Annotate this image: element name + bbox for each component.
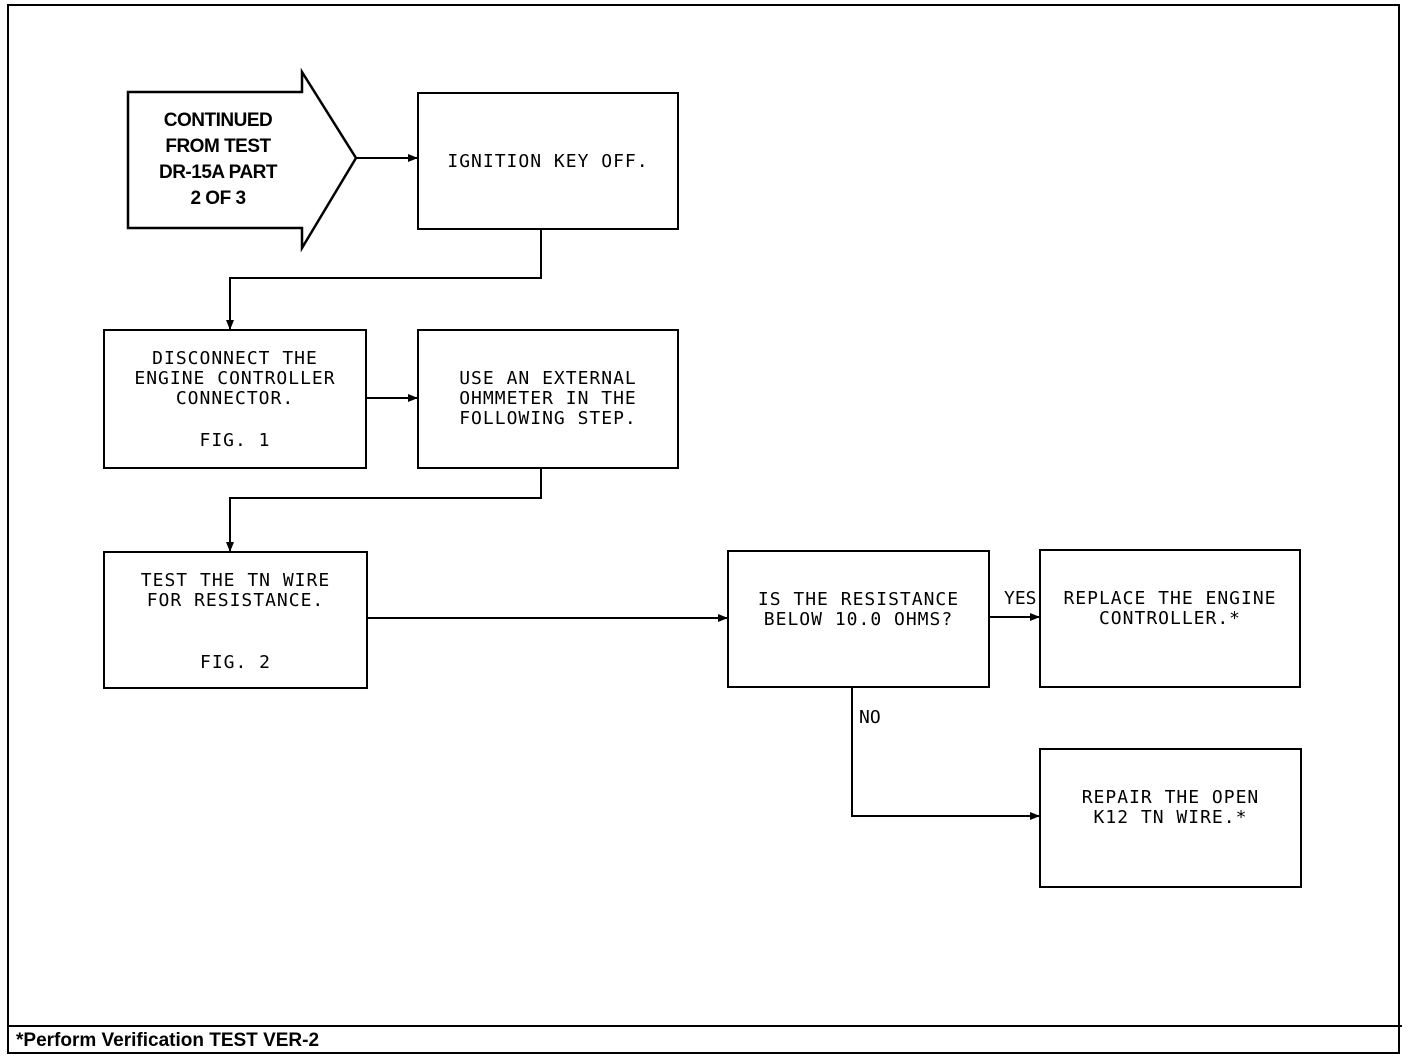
connector-decision-to-repair <box>851 687 1040 820</box>
figure-reference: FIG. 1 <box>199 430 271 451</box>
step-text: REPAIR THE OPEN <box>1081 787 1260 808</box>
connector-ignition-to-disconnect <box>226 229 542 330</box>
step-text: CONTROLLER.* <box>1098 608 1242 629</box>
entry-line: 2 OF 3 <box>190 188 246 209</box>
decision-resistance-below-10-ohms: IS THE RESISTANCE BELOW 10.0 OHMS? <box>727 550 990 688</box>
step-text: DISCONNECT THE <box>152 348 318 369</box>
page-frame <box>7 4 1400 1054</box>
step-text: CONNECTOR. <box>175 388 295 409</box>
footnote: *Perform Verification TEST VER-2 <box>16 1030 320 1051</box>
step-ignition-key-off: IGNITION KEY OFF. <box>417 92 679 230</box>
yes-branch-label: YES <box>1004 588 1037 609</box>
step-text: TEST THE TN WIRE <box>140 570 331 591</box>
step-text: ENGINE CONTROLLER <box>134 368 336 389</box>
step-disconnect-connector: DISCONNECT THE ENGINE CONTROLLER CONNECT… <box>103 329 367 469</box>
step-test-tn-wire: TEST THE TN WIRE FOR RESISTANCE. FIG. 2 <box>103 551 368 689</box>
no-branch-label: NO <box>859 707 881 728</box>
step-use-ohmmeter: USE AN EXTERNAL OHMMETER IN THE FOLLOWIN… <box>417 329 679 469</box>
step-text: BELOW 10.0 OHMS? <box>763 609 954 630</box>
step-text: OHMMETER IN THE <box>459 388 637 409</box>
step-text: REPLACE THE ENGINE <box>1063 588 1277 609</box>
entry-line: CONTINUED <box>163 110 273 131</box>
entry-line: FROM TEST <box>165 136 271 157</box>
step-text: FOR RESISTANCE. <box>146 590 325 611</box>
step-repair-open-wire: REPAIR THE OPEN K12 TN WIRE.* <box>1039 748 1302 888</box>
step-text: K12 TN WIRE.* <box>1093 807 1248 828</box>
connector-ohmmeter-to-test-wire <box>226 468 542 552</box>
footer-divider <box>7 1025 1402 1027</box>
step-text: IGNITION KEY OFF. <box>447 151 649 172</box>
figure-reference: FIG. 2 <box>199 652 272 673</box>
entry-continued-from-test: CONTINUED FROM TEST DR-15A PART 2 OF 3 <box>138 108 298 212</box>
step-text: IS THE RESISTANCE <box>757 589 960 610</box>
entry-line: DR-15A PART <box>158 162 278 183</box>
step-replace-engine-controller: REPLACE THE ENGINE CONTROLLER.* <box>1039 549 1301 688</box>
step-text: FOLLOWING STEP. <box>459 408 637 429</box>
entry-arrow-shape <box>126 67 358 253</box>
step-text: USE AN EXTERNAL <box>459 368 637 389</box>
